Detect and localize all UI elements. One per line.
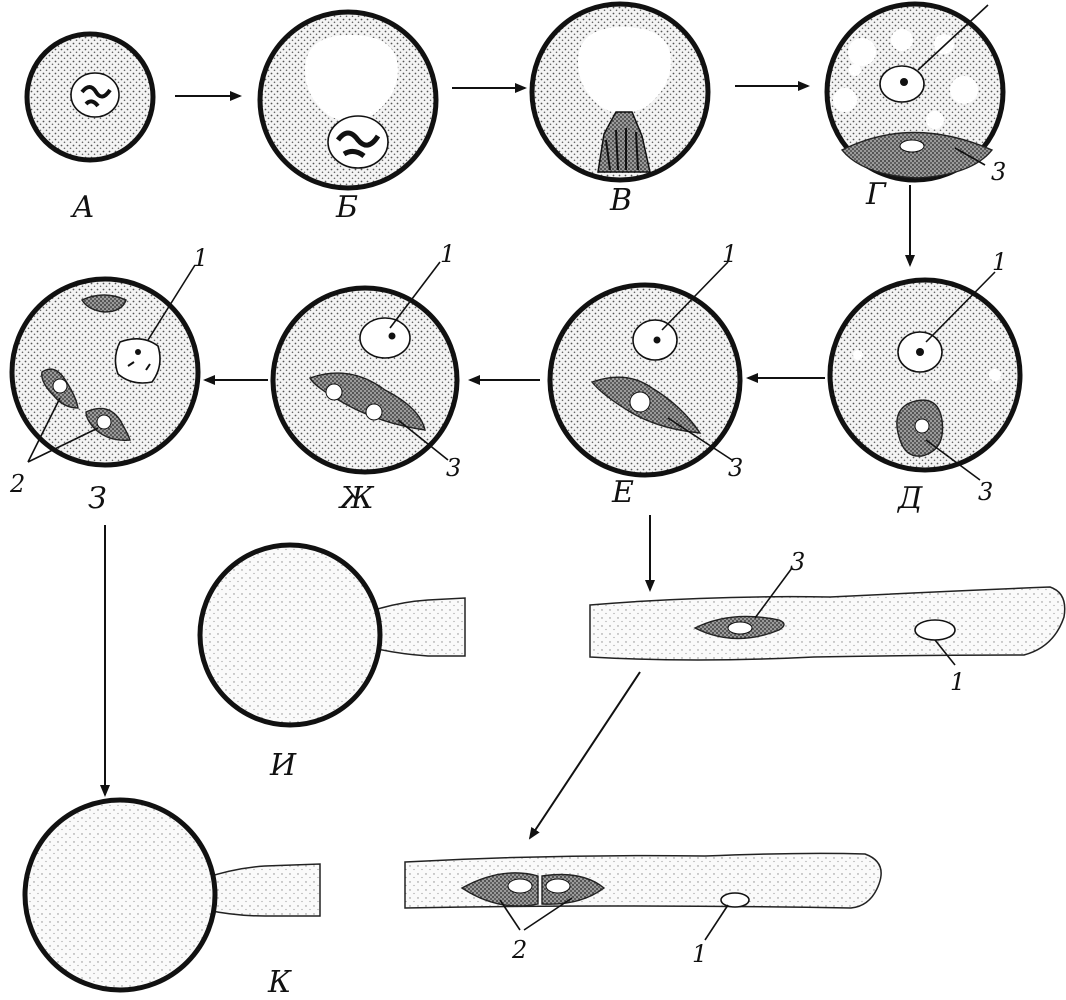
callout-1-tube: 1 (950, 668, 965, 696)
stage-e-generative-cell-detached (830, 272, 1020, 480)
stage-i-germinating-pollen (200, 545, 465, 725)
callout-3-e: 3 (728, 454, 743, 482)
callout-3-g: 3 (991, 158, 1006, 186)
callout-line-1 (705, 905, 728, 940)
stage-k-germinating-pollen (25, 800, 320, 990)
label-e: Е (611, 475, 634, 510)
callout-3-tube: 3 (790, 548, 805, 576)
stage-h-two-sperm-cells (12, 265, 198, 465)
stage-g-generative-division (273, 262, 457, 472)
callout-3-zh: 3 (446, 454, 461, 482)
stage-a-microspore (27, 34, 153, 160)
pollen-tube-generative-cell (590, 568, 1065, 665)
stage-d-generative-cell-formed (827, 4, 1003, 180)
stage-f-spindle-generative-cell (550, 262, 740, 475)
label-b: Б (335, 190, 358, 225)
label-c: В (609, 183, 632, 218)
callout-3-dd: 3 (978, 478, 993, 506)
label-k: К (267, 965, 292, 1000)
callout-1-z: 1 (193, 244, 208, 272)
callout-1-dd: 1 (992, 248, 1007, 276)
label-d: Г (865, 177, 887, 212)
label-z: З (88, 481, 107, 516)
callout-1-e: 1 (722, 240, 737, 268)
callout-2-z: 2 (9, 470, 25, 498)
arrow-tube-to-sperm (530, 672, 640, 838)
callout-2-tube: 2 (511, 936, 527, 964)
callout-1-tube2: 1 (692, 940, 707, 968)
label-zh: Ж (338, 481, 375, 516)
pollen-tube-sperm-cells (405, 853, 881, 940)
stage-b-vacuolate-microspore (260, 12, 436, 188)
label-i: И (269, 748, 297, 783)
stage-c-mitosis (532, 4, 708, 180)
callout-1-zh: 1 (440, 240, 455, 268)
label-dd: Д (896, 481, 923, 516)
label-a: А (70, 190, 95, 225)
